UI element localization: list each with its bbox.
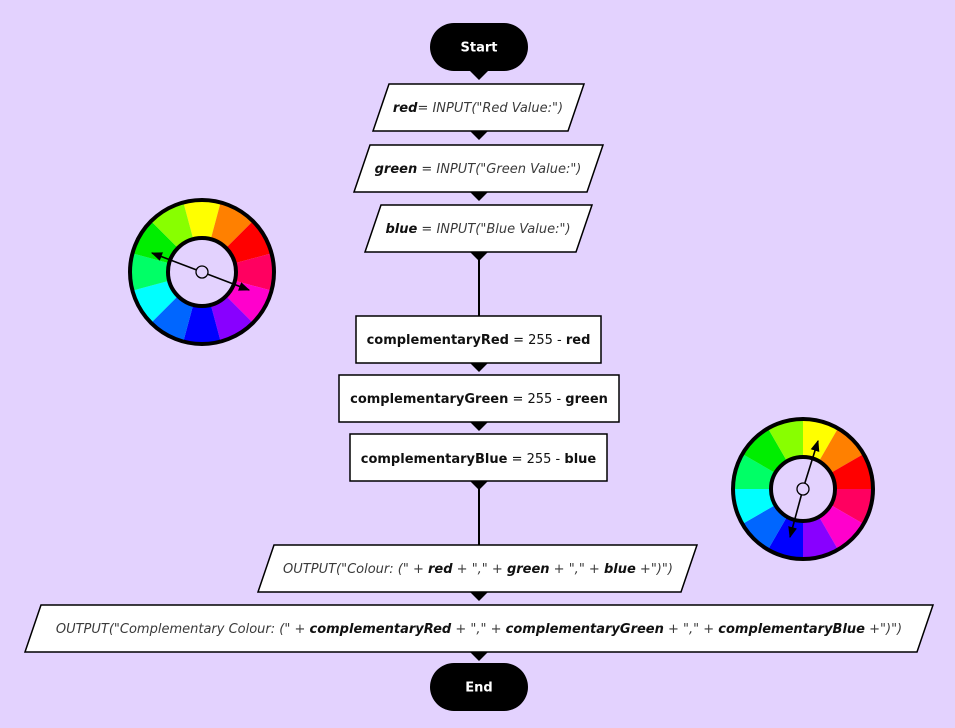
process-green-text: complementaryGreen = 255 - green xyxy=(350,392,608,407)
connector-arrow xyxy=(470,481,488,490)
process-complementary-green: complementaryGreen = 255 - green xyxy=(338,374,620,431)
colour-wheel-right-icon xyxy=(731,417,875,561)
start-terminal: Start xyxy=(430,23,528,80)
connector-arrow xyxy=(470,252,488,261)
process-red-text: complementaryRed = 255 - red xyxy=(367,333,591,348)
output-complementary-text: OUTPUT("Complementary Colour: (" + compl… xyxy=(56,622,902,637)
end-label: End xyxy=(465,681,492,696)
wheel-segment xyxy=(234,253,275,291)
wheel-segment xyxy=(768,419,803,462)
output-colour-text: OUTPUT("Colour: (" + red + "," + green +… xyxy=(283,562,673,577)
process-complementary-red: complementaryRed = 255 - red xyxy=(355,315,602,372)
input-red: red= INPUT("Red Value:") xyxy=(371,83,586,140)
connector-arrow xyxy=(470,652,488,661)
wheel-pointer-arrow xyxy=(802,439,820,490)
connector-arrow xyxy=(470,192,488,201)
input-blue-text: blue = INPUT("Blue Value:") xyxy=(385,222,570,237)
connector-arrow xyxy=(470,422,488,431)
process-complementary-blue: complementaryBlue = 255 - blue xyxy=(349,433,608,490)
wheel-segment xyxy=(803,516,838,559)
wheel-segment xyxy=(830,454,873,489)
input-green: green = INPUT("Green Value:") xyxy=(352,144,605,201)
wheel-segment xyxy=(183,304,221,345)
input-blue: blue = INPUT("Blue Value:") xyxy=(363,204,594,261)
connector-arrow xyxy=(470,131,488,140)
wheel-segment xyxy=(183,199,221,240)
input-green-text: green = INPUT("Green Value:") xyxy=(375,162,582,177)
wheel-segment xyxy=(733,489,776,524)
end-terminal: End xyxy=(430,663,528,711)
start-label: Start xyxy=(461,41,498,56)
connector-arrow xyxy=(470,363,488,372)
connector-arrow xyxy=(470,71,488,80)
wheel-segment xyxy=(830,489,873,524)
connector-arrow xyxy=(470,592,488,601)
output-complementary-colour: OUTPUT("Complementary Colour: (" + compl… xyxy=(23,604,935,661)
output-colour: OUTPUT("Colour: (" + red + "," + green +… xyxy=(256,544,699,601)
input-red-text: red= INPUT("Red Value:") xyxy=(393,101,563,116)
wheel-pointer-arrow xyxy=(788,488,804,539)
wheel-segment xyxy=(129,253,170,291)
wheel-pointer-arrow xyxy=(201,271,251,291)
wheel-pointer-arrow xyxy=(150,252,203,273)
colour-wheel-left-icon xyxy=(128,198,276,346)
wheel-segment xyxy=(733,454,776,489)
process-blue-text: complementaryBlue = 255 - blue xyxy=(361,452,597,467)
